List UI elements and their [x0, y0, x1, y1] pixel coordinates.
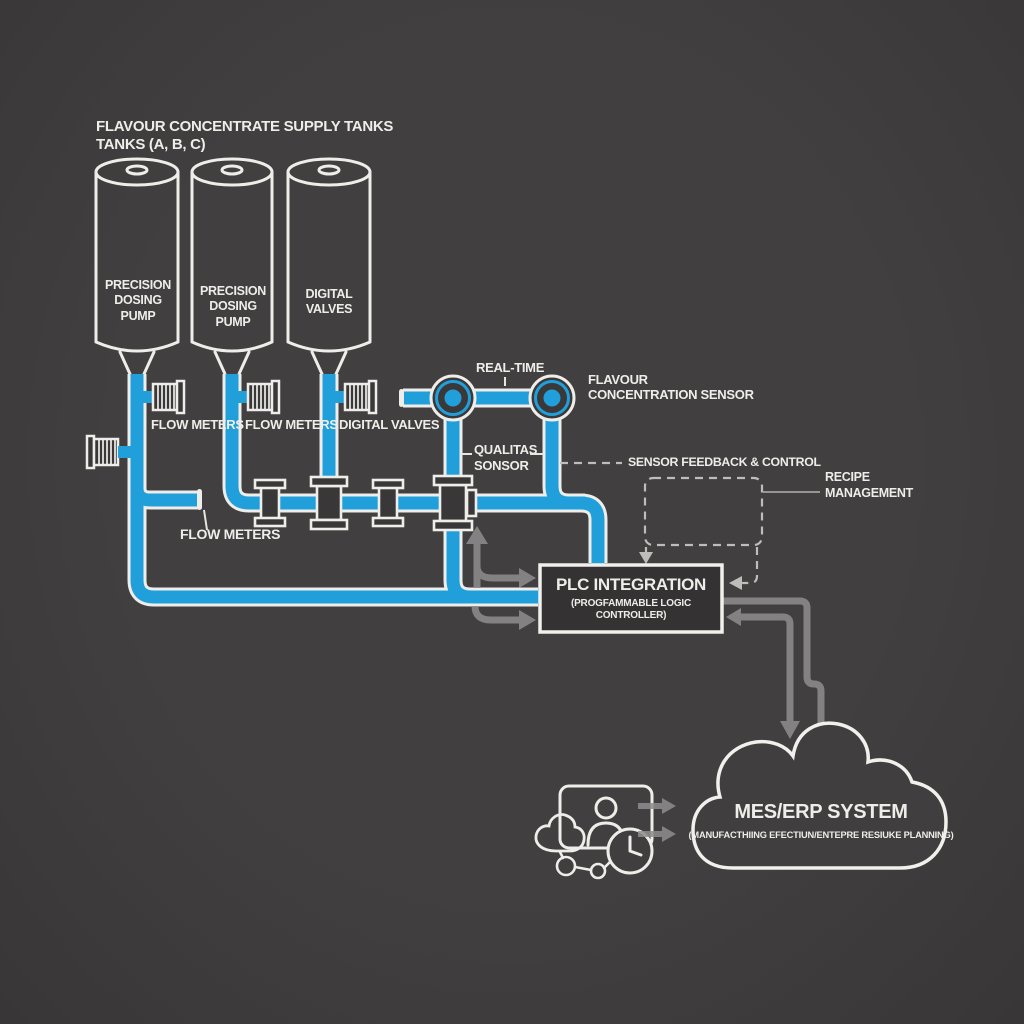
tank-a-label: PRECISION DOSING PUMP [104, 278, 172, 323]
hmi-to-cloud-arrows [638, 798, 676, 842]
clock-icon [606, 827, 654, 875]
recipe-box [643, 476, 764, 547]
pipe-end-caps [197, 389, 404, 510]
small-cloud-icon [534, 813, 586, 853]
pump-icon [85, 434, 131, 470]
mes-title: MES/ERP SYSTEM [734, 801, 908, 823]
mes-cloud-text: MES/ERP SYSTEM (MANUFACTHIING EFECTIUN/E… [689, 800, 954, 842]
digital-valves-label: DIGITAL VALVES [339, 417, 440, 432]
plc-box [538, 563, 724, 634]
flange-fitting-icon [253, 478, 287, 528]
sensor-icon [528, 374, 576, 422]
funnel-icon [118, 350, 156, 376]
tank-c [286, 157, 372, 376]
diagram-title: FLAVOUR CONCENTRATE SUPPLY TANKS TANKS (… [96, 118, 394, 154]
flow-meter-icons [85, 379, 378, 470]
concentration-sensors [429, 374, 576, 422]
plc-subtitle: (PROGFAMMABLE LOGIC CONTROLLER) [570, 597, 692, 621]
funnel-icon [310, 350, 348, 376]
supply-tanks [94, 157, 372, 376]
flow-meter-icon [143, 379, 186, 415]
flange-fitting-icon [309, 475, 349, 531]
tee-fitting-icon [432, 474, 478, 532]
pointer-lines [203, 377, 544, 531]
manifold-fittings [253, 474, 478, 532]
flow-meters-label-2: FLOW METERS [245, 417, 338, 432]
feedback-arrows [466, 526, 536, 630]
mes-subtitle: (MANUFACTHIING EFECTIUN/ENTEPRE RESIUKE … [688, 830, 954, 841]
real-time-label: REAL-TIME [476, 360, 545, 375]
plc-mes-connectors [723, 597, 831, 760]
tank-a [94, 157, 180, 376]
recipe-management-label: RECIPE MANAGEMENT [825, 470, 913, 501]
flow-meters-main-label: FLOW METERS [180, 526, 281, 542]
control-dashed-paths [560, 461, 820, 590]
network-nodes-icon [555, 850, 612, 880]
funnel-icon [213, 350, 251, 376]
flavour-sensor-label: FLAVOUR CONCENTRATION SENSOR [588, 372, 754, 402]
tank-b-label: PRECISION DOSING PUMP [199, 284, 267, 329]
operator-hmi-icon [534, 784, 654, 880]
monitor-icon [558, 784, 654, 850]
flow-meters-label-1: FLOW METERS [151, 417, 244, 432]
sensor-feedback-label: SENSOR FEEDBACK & CONTROL [628, 455, 821, 469]
flange-fitting-icon [371, 478, 405, 528]
sensor-icon [429, 374, 477, 422]
quality-sensor-label: QUALITAS SONSOR [474, 442, 538, 473]
plc-box-text: PLC INTEGRATION (PROGFAMMABLE LOGIC CONT… [540, 565, 722, 632]
tank-b [190, 157, 274, 376]
tank-c-label: DIGITAL VALVES [305, 286, 353, 316]
mes-cloud [691, 721, 948, 870]
plc-title: PLC INTEGRATION [555, 574, 707, 594]
flow-meter-icon [238, 379, 281, 415]
digital-valve-icon [335, 379, 378, 415]
